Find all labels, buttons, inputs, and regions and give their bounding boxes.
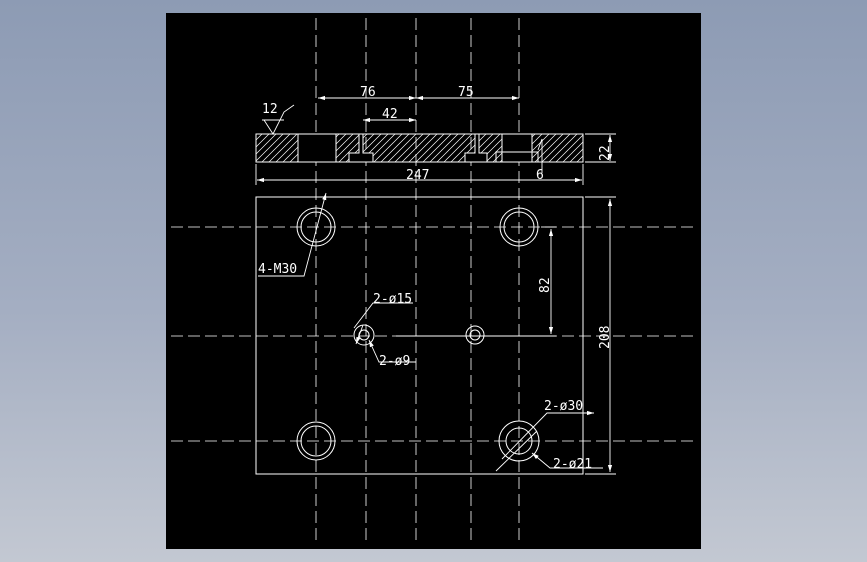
mold-plate-drawing: 76 75 42 247 6 22 12 xyxy=(171,18,696,544)
callout-2-d21: 2-ø21 xyxy=(553,457,592,472)
section-outline xyxy=(255,133,584,163)
callout-2-d9: 2-ø9 xyxy=(379,354,410,369)
guide-hole-outer xyxy=(498,420,540,462)
section-view xyxy=(255,133,584,163)
dim-247: 247 xyxy=(406,168,429,183)
plan-view xyxy=(255,196,584,475)
plan-dimensions xyxy=(258,192,616,475)
dim-6: 6 xyxy=(536,168,544,183)
section-dimensions xyxy=(255,95,616,185)
tapped-hole-bl xyxy=(296,421,336,461)
callout-4-m30: 4-M30 xyxy=(258,262,297,277)
callout-2-d15: 2-ø15 xyxy=(373,292,412,307)
dim-82: 82 xyxy=(538,277,553,293)
tapped-hole-tr xyxy=(499,207,539,247)
dim-42: 42 xyxy=(382,107,398,122)
dim-22: 22 xyxy=(598,145,613,161)
dim-76: 76 xyxy=(360,85,376,100)
dim-208: 208 xyxy=(598,326,613,349)
dim-75: 75 xyxy=(458,85,474,100)
surface-finish-value: 12 xyxy=(262,102,278,117)
pilot-hole-left-outer xyxy=(353,324,375,346)
pilot-hole-right-outer xyxy=(465,325,485,345)
center-lines xyxy=(171,18,696,544)
cad-drawing-area[interactable]: 76 75 42 247 6 22 12 xyxy=(166,13,701,549)
guide-hole-inner xyxy=(505,427,533,455)
plate-outline xyxy=(255,196,584,475)
tapped-hole-tl xyxy=(296,207,336,247)
pilot-hole-right-inner xyxy=(469,329,481,341)
callout-2-d30: 2-ø30 xyxy=(544,399,583,414)
